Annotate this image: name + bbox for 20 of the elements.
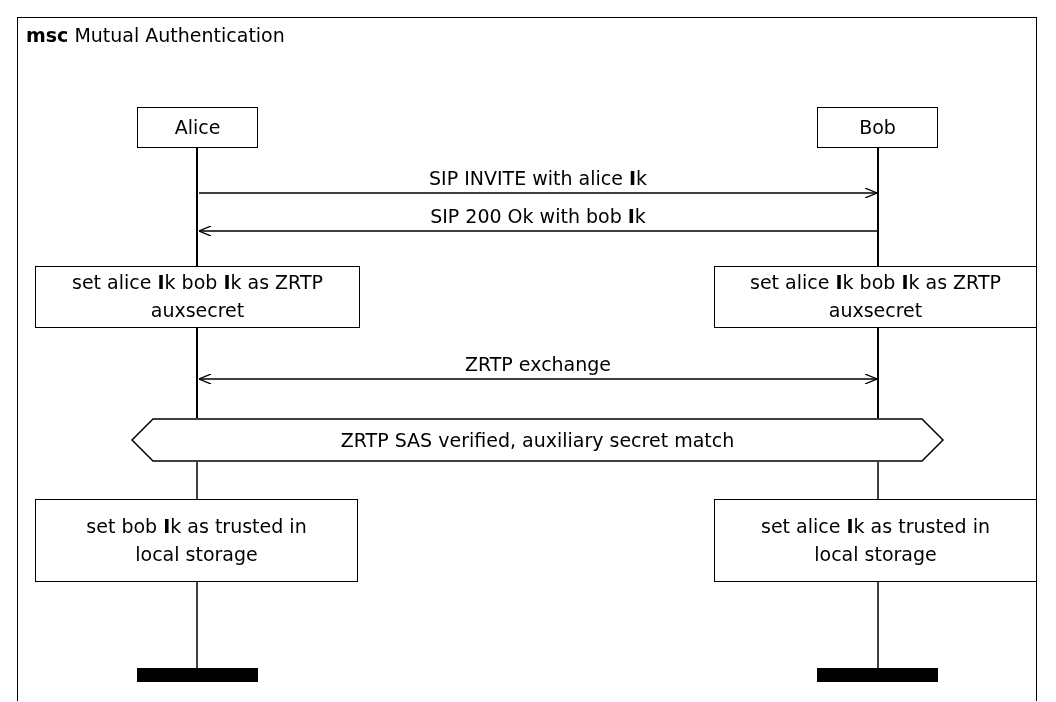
lifeline-segment — [877, 461, 879, 500]
instance-box: Bob — [817, 107, 938, 148]
lifeline — [196, 148, 198, 418]
action-box: set bob Ik as trusted in local storage — [35, 499, 358, 582]
message-arrow — [198, 373, 878, 385]
instance-box: Alice — [137, 107, 258, 148]
condition-text: ZRTP SAS verified, auxiliary secret match — [339, 429, 736, 451]
lifeline — [877, 148, 879, 418]
action-box: set alice Ik bob Ik as ZRTP auxsecret — [714, 266, 1037, 328]
message-arrow — [198, 225, 878, 237]
message-arrow — [198, 187, 878, 199]
lifeline-segment — [877, 581, 879, 669]
lifeline-end-bar — [817, 668, 938, 682]
action-box: set alice Ik as trusted in local storage — [714, 499, 1037, 582]
frame-title: msc Mutual Authentication — [26, 24, 285, 46]
action-box: set alice Ik bob Ik as ZRTP auxsecret — [35, 266, 360, 328]
lifeline-end-bar — [137, 668, 258, 682]
lifeline-segment — [196, 461, 198, 500]
diagram-frame — [17, 17, 1037, 701]
lifeline-segment — [196, 581, 198, 669]
